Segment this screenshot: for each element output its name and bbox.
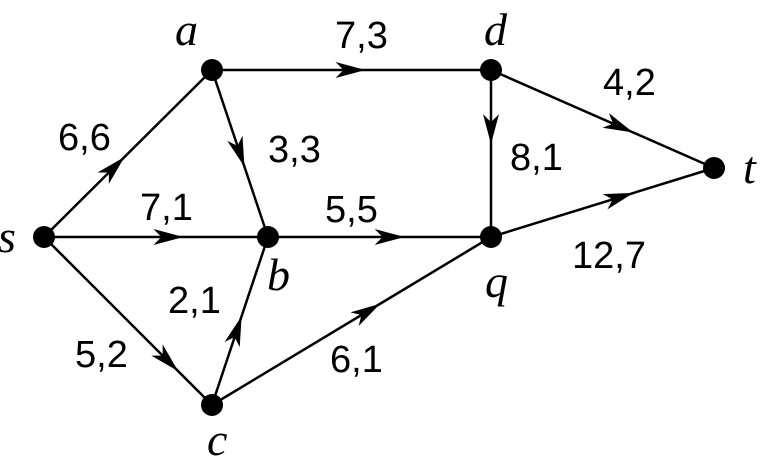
edges-layer [43,62,715,407]
edge-label-b-q: 5,5 [325,189,378,231]
arrow-head-b-q [374,229,405,245]
edge-label-a-b: 3,3 [268,129,321,171]
edge-label-c-b: 2,1 [168,280,221,322]
arrow-head-q-t [602,192,634,210]
arrow-head-c-q [350,303,381,327]
node-label-s: s [0,211,16,262]
node-label-d: d [484,4,508,55]
edge-label-s-c: 5,2 [75,334,128,376]
arrow-head-c-b [224,316,242,348]
edge-label-a-d: 7,3 [335,15,388,57]
edge-label-s-a: 6,6 [58,117,111,159]
node-a [201,59,223,81]
edge-label-c-q: 6,1 [330,339,383,381]
labels-layer: 6,6 7,1 5,2 7,3 3,3 2,1 5,5 6,1 8,1 4,2 12,7 s a b c d q… [0,4,757,458]
node-label-q: q [485,256,508,307]
edge-q-t [490,166,715,239]
arrow-head-s-b [153,229,184,245]
node-label-a: a [175,4,198,55]
arrow-head-a-d [335,62,366,78]
edge-d-t [490,68,715,170]
node-s [33,226,55,248]
node-c [201,394,223,416]
edge-label-s-b: 7,1 [140,187,193,229]
node-label-c: c [207,414,227,458]
edge-label-q-t: 12,7 [572,235,646,277]
edge-label-d-q: 8,1 [510,137,563,179]
nodes-layer [33,59,725,416]
node-q [480,226,502,248]
node-b [257,226,279,248]
edge-s-a [43,69,213,238]
node-label-t: t [743,142,757,193]
arrow-head-d-q [483,114,499,145]
edge-s-c [43,236,213,406]
edge-label-d-t: 4,2 [603,62,656,104]
edge-c-q [211,235,492,407]
arrow-head-a-b [227,135,245,167]
node-d [480,59,502,81]
node-label-b: b [267,249,290,300]
arrow-head-s-a [97,156,125,184]
node-t [703,157,725,179]
arrow-head-s-c [151,344,179,372]
arrow-head-d-t [602,113,634,133]
